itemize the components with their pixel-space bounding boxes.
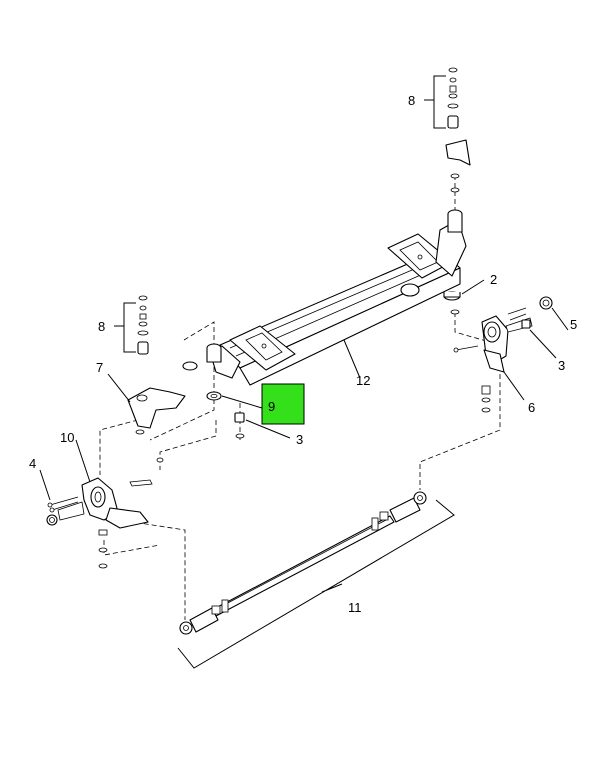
tie-rod [179,491,427,635]
steering-knuckle-left [46,457,164,569]
steering-knuckle-right [453,307,533,413]
right-kingpin-stack [445,67,471,193]
highlight-box-item-9[interactable] [261,383,305,425]
callout-5: 5 [570,317,577,332]
callout-6: 6 [528,400,535,415]
left-kingpin-stack [137,295,149,355]
axle-beam [206,209,467,386]
thrust-bearing-item-9 [206,391,222,401]
item-2-washer [443,291,461,315]
bracket-11 [177,499,455,669]
leader-lines [39,279,569,501]
callout-10: 10 [60,430,74,445]
callout-12: 12 [356,373,370,388]
callout-9[interactable]: 9 [268,399,275,414]
bracket-8-right [424,75,446,129]
callout-3-left: 3 [296,432,303,447]
item-3-left [234,412,245,439]
callout-7: 7 [96,360,103,375]
callout-4: 4 [29,456,36,471]
steering-arm-left [127,387,186,435]
callout-11: 11 [348,600,362,615]
callout-3-right: 3 [558,358,565,373]
item-5-nut [539,296,553,310]
callout-2: 2 [490,272,497,287]
callout-8-left: 8 [98,319,105,334]
washer-left [182,361,198,371]
item-3-right [521,319,531,329]
item-4-bolts [47,496,79,513]
callout-8-right: 8 [408,93,415,108]
bracket-8-left [114,302,136,353]
